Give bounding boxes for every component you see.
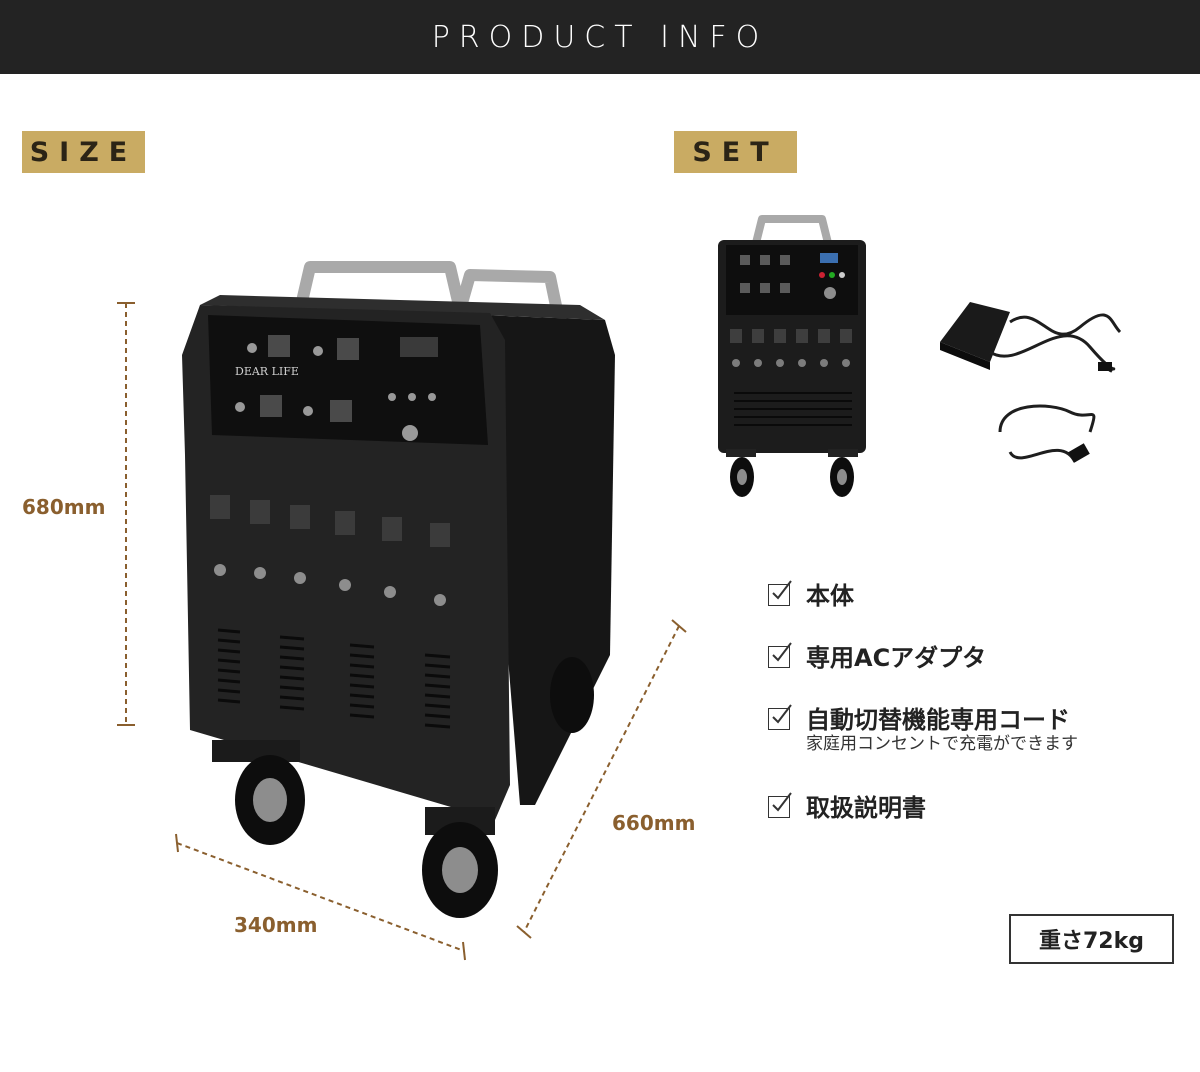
product-brand-text: DEAR LIFE	[235, 365, 299, 378]
set-main-unit-image	[712, 215, 872, 500]
page-header: PRODUCT INFO	[0, 0, 1200, 74]
set-item-auto-switch-cord: 自動切替機能専用コード 家庭用コンセントで充電ができます	[768, 704, 1188, 754]
set-tag: SET	[674, 131, 797, 173]
set-item-label: 取扱説明書	[806, 794, 926, 822]
set-item-label: 本体	[806, 582, 854, 610]
set-item-sub-label: 家庭用コンセントで充電ができます	[806, 734, 1078, 754]
set-contents-list: 本体 専用ACアダプタ 自動切替機能専用コード 家庭用コンセントで充電ができます…	[768, 580, 1188, 854]
set-item-manual: 取扱説明書	[768, 792, 1188, 824]
power-cord-image	[990, 392, 1110, 482]
header-title: PRODUCT INFO	[431, 19, 769, 55]
ac-adapter-image	[930, 292, 1130, 392]
set-item-main-unit: 本体	[768, 580, 1188, 612]
size-tag: SIZE	[22, 131, 145, 173]
weight-badge: 重さ72kg	[1009, 914, 1174, 964]
size-tag-label: SIZE	[29, 136, 138, 168]
checkbox-icon	[768, 580, 792, 606]
weight-label: 重さ72kg	[1039, 929, 1144, 954]
width-dimension-label: 340mm	[234, 913, 318, 937]
depth-dimension-label: 660mm	[612, 811, 696, 835]
height-dimension-label: 680mm	[22, 495, 106, 519]
set-item-label: 専用ACアダプタ	[806, 644, 987, 672]
set-item-label: 自動切替機能専用コード	[806, 706, 1070, 734]
set-tag-label: SET	[692, 136, 779, 168]
set-item-ac-adapter: 専用ACアダプタ	[768, 642, 1188, 674]
checkbox-icon	[768, 792, 792, 818]
product-image: DEAR LIFE	[160, 245, 640, 945]
checkbox-icon	[768, 704, 792, 730]
checkbox-icon	[768, 642, 792, 668]
